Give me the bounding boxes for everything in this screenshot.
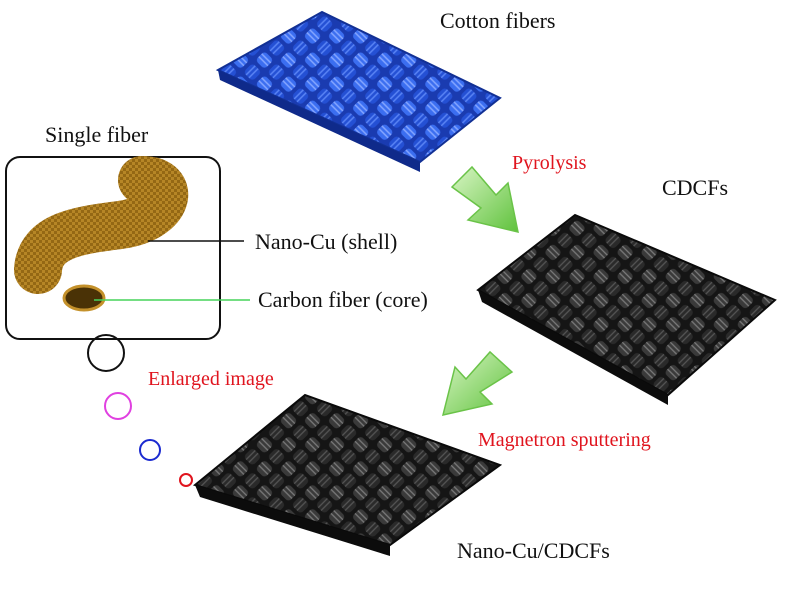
zoom-circle-red [179, 473, 193, 487]
cdcfs-label: CDCFs [662, 175, 728, 200]
single-fiber-inset [5, 156, 221, 340]
pyrolysis-label: Pyrolysis [512, 152, 587, 174]
nano-cu-shell-label: Nano-Cu (shell) [255, 229, 397, 254]
fiber-shell [14, 156, 188, 294]
cdcfs-fabric-image [476, 213, 777, 405]
magnetron-arrow [441, 350, 514, 416]
carbon-core-end [62, 284, 106, 312]
nano-cu-cdcfs-fabric-image [192, 393, 503, 556]
enlarged-image-label: Enlarged image [148, 368, 274, 390]
magnetron-sputtering-label: Magnetron sputtering [478, 429, 651, 451]
zoom-circle-magenta [104, 392, 132, 420]
cotton-fabric-image [215, 10, 502, 172]
single-fiber-label: Single fiber [45, 122, 149, 147]
zoom-circle-blue [139, 439, 161, 461]
zoom-circle-black [87, 334, 125, 372]
carbon-fiber-core-label: Carbon fiber (core) [258, 287, 428, 312]
nano-cu-cdcfs-label: Nano-Cu/CDCFs [457, 538, 610, 563]
pyrolysis-arrow [450, 165, 519, 234]
cotton-fibers-label: Cotton fibers [440, 8, 556, 33]
